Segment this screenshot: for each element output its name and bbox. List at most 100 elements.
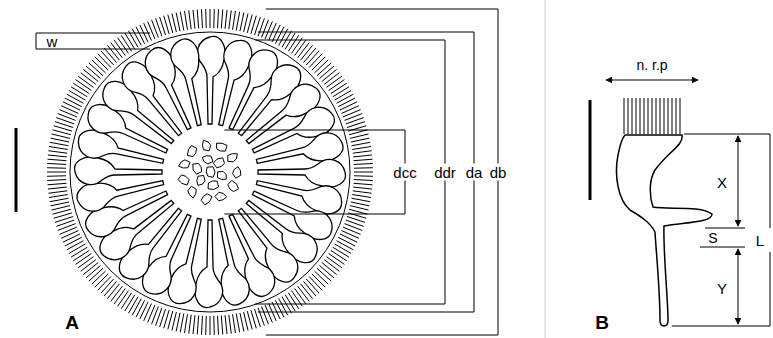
radial-pin	[104, 281, 116, 295]
radial-pin	[322, 69, 337, 81]
radial-pin	[301, 45, 313, 60]
radial-pin	[189, 10, 191, 29]
dimension-line	[705, 228, 745, 229]
central-granule	[218, 172, 227, 180]
radial-pin	[67, 241, 84, 250]
radial-pin	[229, 315, 231, 334]
radial-pin	[86, 66, 100, 78]
radial-pin	[114, 288, 125, 303]
radial-pin	[52, 206, 70, 210]
radial-pin	[221, 316, 222, 335]
radial-pin	[295, 288, 306, 303]
radial-pin	[326, 76, 341, 87]
radial-pin	[111, 286, 123, 301]
dimension-label: L	[754, 232, 766, 249]
central-granule	[178, 175, 189, 185]
single-denticle	[606, 80, 770, 326]
radial-pin	[111, 43, 123, 58]
radial-pin	[353, 151, 372, 153]
radial-pin	[51, 202, 70, 206]
radial-pin	[244, 14, 248, 32]
radial-pin	[282, 297, 292, 313]
radial-pin	[632, 98, 633, 134]
denticle	[75, 157, 162, 185]
radial-pin	[353, 191, 372, 193]
denticle	[253, 170, 344, 216]
panel-letter: B	[593, 312, 611, 333]
width-label: w	[45, 33, 60, 50]
radial-pin	[636, 98, 637, 134]
radial-pin	[314, 60, 328, 73]
denticle	[195, 220, 223, 307]
central-granule	[187, 146, 196, 157]
radial-pin	[285, 295, 295, 311]
dimension-label: db	[488, 164, 509, 181]
radial-pin	[351, 138, 370, 142]
central-granule	[203, 140, 211, 151]
border-membrane	[70, 32, 350, 312]
radial-pin	[337, 94, 354, 103]
radial-pin	[129, 297, 139, 313]
central-granule	[228, 180, 239, 191]
radial-pin	[664, 98, 665, 134]
radial-pin	[282, 31, 292, 47]
radial-pin	[71, 87, 87, 97]
radial-pin	[132, 29, 141, 46]
radial-pin	[333, 247, 349, 257]
dimension-bracket	[266, 9, 498, 335]
radial-pin	[326, 257, 341, 268]
radial-pin	[49, 147, 68, 150]
radial-pin	[275, 27, 284, 44]
radial-pin	[354, 163, 373, 165]
radial-pin	[193, 315, 195, 334]
radial-pin	[125, 33, 135, 49]
radial-pin	[83, 69, 98, 81]
denticle	[168, 37, 214, 128]
scale-bar	[15, 128, 18, 212]
radial-pin	[340, 234, 357, 242]
radial-pin	[265, 305, 272, 323]
radial-pin	[644, 98, 645, 134]
radial-pin	[314, 271, 328, 284]
central-granule	[197, 175, 205, 185]
radial-pin	[329, 254, 345, 265]
radial-pin	[317, 63, 331, 76]
radial-pin	[189, 315, 191, 334]
radial-pin	[353, 155, 372, 157]
radial-pin	[331, 250, 347, 260]
radial-pin	[59, 227, 77, 234]
dimension-arrow	[738, 136, 739, 226]
central-granule	[208, 181, 219, 190]
radial-pin	[251, 310, 256, 328]
radial-pin	[676, 98, 677, 134]
radial-pin	[354, 159, 373, 160]
radial-pin	[343, 110, 361, 117]
radial-pin	[164, 16, 169, 34]
radial-pin	[342, 106, 359, 114]
radial-pin	[95, 274, 108, 287]
radial-pin	[51, 138, 70, 142]
radial-pin	[312, 57, 325, 70]
dimension-line	[684, 134, 770, 135]
radial-pin	[217, 9, 219, 28]
radial-pin	[185, 11, 188, 30]
radial-pin	[210, 9, 211, 28]
radial-pin	[236, 314, 239, 333]
radial-pin	[53, 209, 71, 214]
central-granule	[233, 167, 241, 179]
denticle	[208, 37, 254, 128]
radial-pin	[221, 10, 222, 29]
radial-pin	[324, 260, 339, 272]
radial-pin	[197, 316, 198, 335]
width-bracket	[36, 33, 150, 49]
radial-pin	[48, 187, 67, 189]
central-granule	[201, 194, 212, 205]
radial-pin	[247, 311, 252, 329]
radial-pin	[680, 98, 681, 134]
radial-pin	[309, 54, 322, 68]
radial-pin	[78, 76, 93, 87]
central-granule	[213, 158, 224, 168]
panel-divider	[545, 0, 546, 338]
radial-pin	[353, 187, 372, 189]
